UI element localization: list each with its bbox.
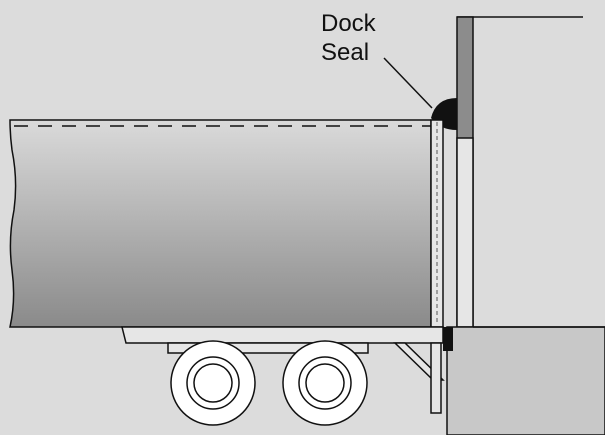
dock-platform xyxy=(446,326,605,435)
door-frame xyxy=(456,137,474,328)
callout-label-line1: Dock xyxy=(321,10,377,37)
trailer-underframe xyxy=(121,326,444,344)
wheel-front xyxy=(170,340,256,426)
axle-bar xyxy=(167,342,369,354)
callout-label-line2: Seal xyxy=(321,39,369,66)
trailer-body xyxy=(9,119,432,328)
wheel-rear xyxy=(282,340,368,426)
callout-leader-line xyxy=(383,57,433,109)
trailer-bumper xyxy=(443,327,453,351)
rear-support-leg xyxy=(430,342,442,414)
